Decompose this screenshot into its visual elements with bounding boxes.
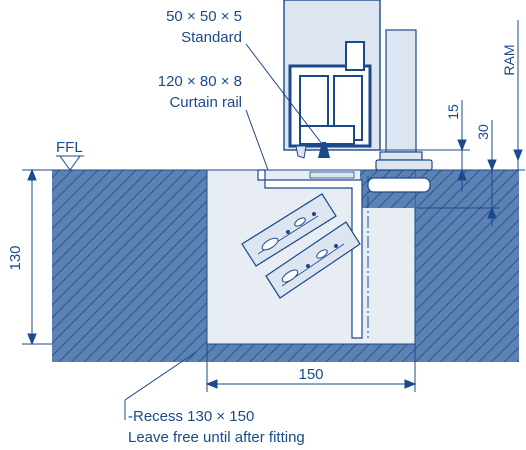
anchor-bracket-left: [241, 193, 337, 267]
dim-130-label: 130: [7, 245, 24, 270]
curtain-name-label: Curtain rail: [169, 94, 242, 111]
ram-label: RAM: [501, 44, 517, 75]
dim-15-label: 15: [445, 104, 461, 120]
leader-lines: [124, 43, 323, 420]
ffl-label: FFL: [56, 139, 83, 156]
dim-150-label: 150: [298, 366, 323, 383]
recess-label-line1: -Recess 130 × 150: [128, 408, 254, 425]
recess-label-line2: Leave free until after fitting: [128, 429, 305, 446]
door-frame: [283, 0, 381, 159]
dim-30-label: 30: [475, 124, 491, 140]
curtain-rail-angle: [257, 169, 369, 339]
dimension-lines-right: [362, 20, 525, 226]
ffl-marker: [56, 155, 84, 171]
standard-name-label: Standard: [181, 29, 242, 46]
standard-size-label: 50 × 50 × 5: [166, 8, 242, 25]
dimension-130: [22, 168, 52, 346]
dimension-150: [205, 344, 417, 392]
curtain-size-label: 120 × 80 × 8: [158, 73, 242, 90]
standard-post: [367, 29, 433, 193]
anchor-bracket-right: [265, 221, 361, 299]
